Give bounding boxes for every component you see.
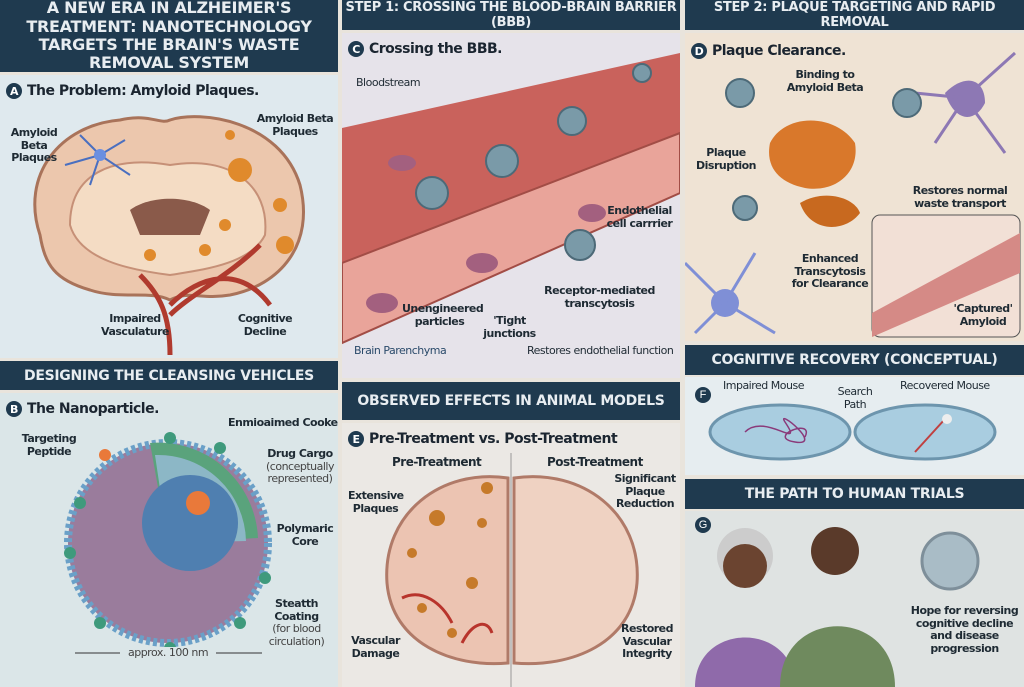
label-polymeric-core: Polymaric Core bbox=[276, 522, 334, 548]
label-recovered-mouse: Recovered Mouse bbox=[900, 379, 990, 392]
plaque-clearance-illustration bbox=[685, 51, 1021, 338]
nanoparticle-illustration bbox=[64, 432, 272, 654]
trials-header: THE PATH TO HUMAN TRIALS bbox=[685, 479, 1024, 509]
badge-b: B bbox=[6, 401, 22, 417]
panel-c-title: C Crossing the BBB. bbox=[348, 41, 502, 57]
panel-b-title: B The Nanoparticle. bbox=[6, 401, 159, 417]
label-targeting-peptide: Targeting Peptide bbox=[21, 432, 77, 458]
brain-illustration bbox=[33, 115, 305, 356]
elderly-couple-illustration bbox=[695, 527, 980, 687]
label-restores-endothelial: Restores endothelial function bbox=[527, 344, 674, 357]
label-unengineered: Unengineered particles bbox=[402, 302, 484, 328]
label-hope: Hope for reversing cognitive decline and… bbox=[910, 604, 1019, 655]
brain-comparison-illustration bbox=[385, 453, 639, 687]
label-restored-vascular: Restored Vascular Integrity bbox=[620, 622, 674, 661]
panel-e-animal-models: E Pre-Treatment vs. Post-Treatment Pre-Tr… bbox=[342, 423, 680, 687]
label-impaired-vasculature: Impaired Vasculature bbox=[101, 312, 169, 338]
panel-d-plaque-clearance: D Plaque Clearance. Binding to Amyloid Be… bbox=[685, 33, 1024, 341]
label-plaque-disruption: Plaque Disruption bbox=[696, 146, 757, 172]
label-stealth-coating: Steatth Coating(for blood circulation) bbox=[255, 597, 338, 649]
panel-c-title-text: Crossing the BBB. bbox=[369, 41, 502, 57]
label-enhanced-transcytosis: Enhanced Transcytosis for Clearance bbox=[791, 252, 869, 291]
observed-header: OBSERVED EFFECTS IN ANIMAL MODELS bbox=[342, 382, 680, 420]
label-amyloid-left: Amyloid Beta Plaques bbox=[10, 126, 58, 165]
water-maze-illustration bbox=[708, 403, 997, 461]
panel-f-cognitive-recovery: F Impaired Mouse Search Path Recovered M… bbox=[685, 377, 1024, 475]
label-cognitive-decline: Cognitive Decline bbox=[237, 312, 293, 338]
label-scale: approx. 100 nm bbox=[120, 646, 216, 660]
stealth-sub: (for blood circulation) bbox=[268, 622, 325, 648]
label-plaque-reduction: Significant Plaque Reduction bbox=[614, 472, 676, 511]
badge-c: C bbox=[348, 41, 364, 57]
panel-e-title: E Pre-Treatment vs. Post-Treatment bbox=[348, 431, 618, 447]
observed-header-text: OBSERVED EFFECTS IN ANIMAL MODELS bbox=[357, 393, 665, 409]
panel-g-human-trials: G Hope for reversing cognitive decline a… bbox=[685, 511, 1024, 687]
label-drug-cargo: Drug Cargo(conceptually represented) bbox=[262, 447, 338, 486]
badge-a: A bbox=[6, 83, 22, 99]
drug-cargo-text: Drug Cargo bbox=[267, 447, 333, 460]
panel-a-title-text: The Problem: Amyloid Plaques. bbox=[27, 83, 259, 99]
panel-b-title-text: The Nanoparticle. bbox=[27, 401, 159, 417]
label-env-coat: Enmioaimed Cooke bbox=[228, 416, 338, 429]
main-title: A NEW ERA IN ALZHEIMER'S TREATMENT: NANO… bbox=[0, 0, 338, 72]
step1-header-text: STEP 1: CROSSING THE BLOOD-BRAIN BARRIER… bbox=[345, 0, 677, 30]
label-bloodstream: Bloodstream bbox=[356, 76, 421, 89]
badge-d: D bbox=[691, 43, 707, 59]
label-brain-parenchyma: Brain Parenchyma bbox=[354, 344, 447, 357]
label-binding-amyloid: Binding to Amyloid Beta bbox=[786, 68, 864, 94]
step2-header-text: STEP 2: PLAQUE TARGETING AND RAPID REMOV… bbox=[713, 0, 996, 30]
label-vascular-damage: Vascular Damage bbox=[351, 634, 400, 660]
label-tight-junctions: 'Tight junctions bbox=[483, 314, 536, 340]
step2-header: STEP 2: PLAQUE TARGETING AND RAPID REMOV… bbox=[685, 0, 1024, 30]
panel-c-bbb: C Crossing the BBB. Bloodstream Endotheli… bbox=[342, 33, 680, 378]
label-amyloid-right: Amyloid Beta Plaques bbox=[256, 112, 334, 138]
designing-header: DESIGNING THE CLEANSING VEHICLES bbox=[0, 361, 338, 390]
panel-b-nanoparticle: B The Nanoparticle. Targeting Peptide Enm… bbox=[0, 393, 338, 687]
panel-d-title-text: Plaque Clearance. bbox=[712, 43, 846, 59]
cognitive-header: COGNITIVE RECOVERY (CONCEPTUAL) bbox=[685, 345, 1024, 375]
badge-g: G bbox=[695, 517, 711, 533]
label-endothelial-carrier: Endothelial cell carrrier bbox=[606, 204, 673, 230]
trials-header-text: THE PATH TO HUMAN TRIALS bbox=[744, 486, 965, 502]
panel-d-title: D Plaque Clearance. bbox=[691, 43, 846, 59]
label-captured-amyloid: 'Captured' Amyloid bbox=[953, 302, 1013, 328]
badge-e: E bbox=[348, 431, 364, 447]
label-search-path: Search Path bbox=[837, 385, 873, 411]
stealth-text: Steatth Coating bbox=[274, 597, 319, 623]
label-post-treatment: Post-Treatment bbox=[547, 455, 643, 469]
step1-header: STEP 1: CROSSING THE BLOOD-BRAIN BARRIER… bbox=[342, 0, 680, 30]
label-restores-transport: Restores normal waste transport bbox=[912, 184, 1008, 210]
badge-f: F bbox=[695, 387, 711, 403]
designing-header-text: DESIGNING THE CLEANSING VEHICLES bbox=[24, 367, 314, 384]
drug-cargo-sub: (conceptually represented) bbox=[266, 459, 335, 486]
panel-a-title: A The Problem: Amyloid Plaques. bbox=[6, 83, 259, 99]
label-extensive-plaques: Extensive Plaques bbox=[348, 489, 404, 515]
panel-e-title-text: Pre-Treatment vs. Post-Treatment bbox=[369, 431, 618, 447]
label-receptor-transcytosis: Receptor-mediated transcytosis bbox=[544, 284, 655, 310]
cognitive-header-text: COGNITIVE RECOVERY (CONCEPTUAL) bbox=[711, 352, 998, 368]
main-title-text: A NEW ERA IN ALZHEIMER'S TREATMENT: NANO… bbox=[26, 0, 312, 73]
blood-vessel-illustration bbox=[342, 53, 680, 345]
panel-a-amyloid-plaques: A The Problem: Amyloid Plaques. Amyloid B… bbox=[0, 75, 338, 358]
label-pre-treatment: Pre-Treatment bbox=[392, 455, 482, 469]
label-impaired-mouse: Impaired Mouse bbox=[723, 379, 804, 392]
